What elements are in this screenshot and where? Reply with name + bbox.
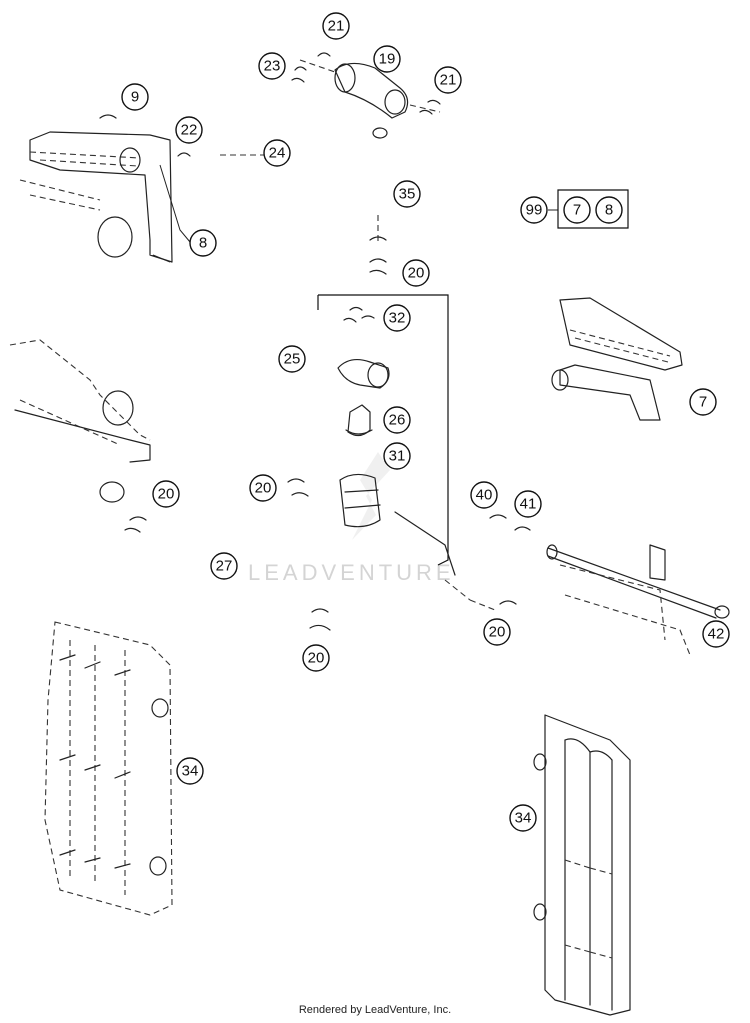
svg-text:24: 24 [269, 145, 286, 162]
svg-text:7: 7 [699, 394, 707, 411]
svg-text:20: 20 [408, 265, 425, 282]
callout-7[interactable]: 7 [689, 388, 717, 416]
svg-text:20: 20 [489, 624, 506, 641]
svg-text:34: 34 [182, 763, 199, 780]
svg-text:19: 19 [379, 51, 396, 68]
svg-text:9: 9 [131, 89, 139, 106]
svg-text:8: 8 [199, 235, 207, 252]
svg-text:40: 40 [476, 487, 493, 504]
leader-lines [152, 164, 191, 263]
svg-text:20: 20 [158, 486, 175, 503]
svg-text:34: 34 [515, 810, 532, 827]
callout-20-bottom-right[interactable]: 20 [483, 618, 511, 646]
callout-kit-7[interactable]: 7 [563, 196, 591, 224]
callout-99[interactable]: 99 [520, 196, 548, 224]
svg-text:42: 42 [708, 626, 725, 643]
callout-32[interactable]: 32 [383, 304, 411, 332]
thermostat-housing-part [337, 306, 456, 576]
left-radiator-tank-part [19, 114, 265, 263]
callout-kit-8[interactable]: 8 [595, 196, 623, 224]
svg-text:21: 21 [328, 18, 345, 35]
callout-20-upper[interactable]: 20 [402, 259, 430, 287]
hose-35-part [369, 215, 387, 275]
svg-text:31: 31 [389, 448, 406, 465]
svg-text:27: 27 [216, 558, 233, 575]
svg-text:23: 23 [264, 58, 281, 75]
hose-clamps-part [287, 478, 517, 631]
watermark-text: LEADVENTURE [248, 560, 455, 585]
svg-text:25: 25 [284, 351, 301, 368]
watermark-logo [352, 452, 390, 540]
svg-text:32: 32 [389, 310, 406, 327]
svg-text:26: 26 [389, 412, 406, 429]
right-pipe-part [489, 514, 730, 656]
callout-21-top[interactable]: 21 [322, 12, 350, 40]
callout-20-bottom[interactable]: 20 [302, 644, 330, 672]
svg-text:21: 21 [440, 72, 457, 89]
footer-credit: Rendered by LeadVenture, Inc. [298, 1004, 452, 1016]
callout-25[interactable]: 25 [278, 345, 306, 373]
callout-34-right[interactable]: 34 [509, 804, 537, 832]
callout-20-left[interactable]: 20 [152, 480, 180, 508]
callout-27[interactable]: 27 [210, 552, 238, 580]
callout-42[interactable]: 42 [702, 620, 730, 648]
thermostat-group-box [317, 294, 449, 566]
callout-40[interactable]: 40 [470, 481, 498, 509]
right-radiator-guard-part [533, 714, 631, 1016]
callout-21-right[interactable]: 21 [434, 66, 462, 94]
svg-text:22: 22 [181, 122, 198, 139]
callout-22[interactable]: 22 [175, 116, 203, 144]
callout-9[interactable]: 9 [121, 83, 149, 111]
callout-34-left[interactable]: 34 [176, 757, 204, 785]
svg-text:8: 8 [605, 202, 613, 219]
callout-19[interactable]: 19 [373, 45, 401, 73]
callout-8[interactable]: 8 [189, 229, 217, 257]
callout-24[interactable]: 24 [263, 139, 291, 167]
kit-bracket [548, 189, 629, 229]
left-radiator-guard-part [44, 621, 173, 916]
right-radiator-tank-part [551, 297, 683, 421]
svg-text:35: 35 [399, 186, 416, 203]
svg-text:7: 7 [573, 202, 581, 219]
callout-41[interactable]: 41 [514, 490, 542, 518]
svg-text:41: 41 [520, 496, 537, 513]
left-middle-radiator-part [9, 339, 151, 533]
svg-text:20: 20 [308, 650, 325, 667]
callout-23[interactable]: 23 [258, 52, 286, 80]
callout-26[interactable]: 26 [383, 406, 411, 434]
callout-35[interactable]: 35 [393, 180, 421, 208]
upper-hose-part [291, 52, 441, 139]
svg-text:20: 20 [255, 480, 272, 497]
callout-20-center[interactable]: 20 [249, 474, 277, 502]
svg-text:99: 99 [526, 202, 543, 219]
callout-31[interactable]: 31 [383, 442, 411, 470]
